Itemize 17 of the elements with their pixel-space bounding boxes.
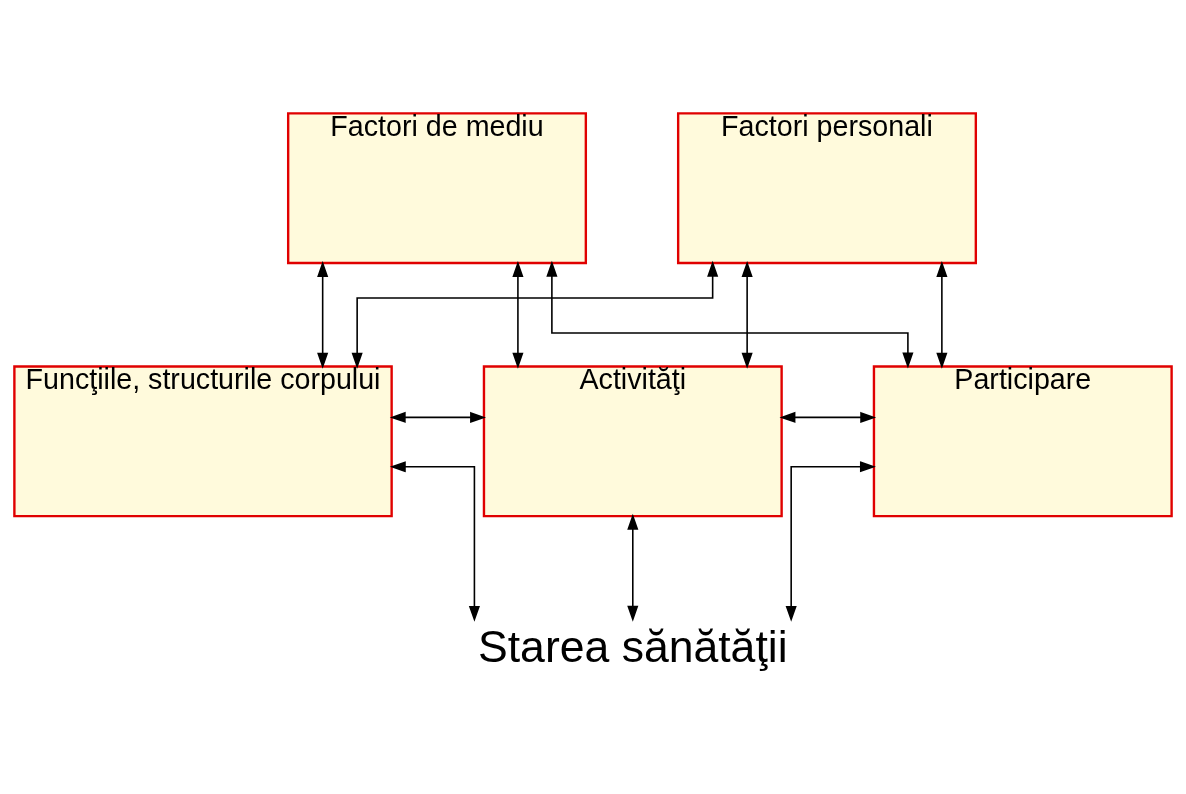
arrow <box>317 260 329 369</box>
arrow <box>627 513 639 622</box>
arrow <box>389 411 486 423</box>
arrow <box>741 260 753 369</box>
node-text: Starea sănătăţii <box>478 621 788 671</box>
arrow <box>512 260 524 369</box>
node-box: Factori personali <box>676 111 977 264</box>
arrow <box>785 460 876 622</box>
arrow <box>936 260 948 369</box>
arrow <box>351 260 719 369</box>
arrow <box>389 460 480 622</box>
node-box: Participare <box>872 364 1173 517</box>
node-box: Funcţiile, structurile corpului <box>13 364 393 517</box>
arrow <box>779 411 877 423</box>
arrow <box>546 260 914 368</box>
node-box: Factori de mediu <box>286 111 588 264</box>
node-box: Activităţi <box>482 364 783 517</box>
